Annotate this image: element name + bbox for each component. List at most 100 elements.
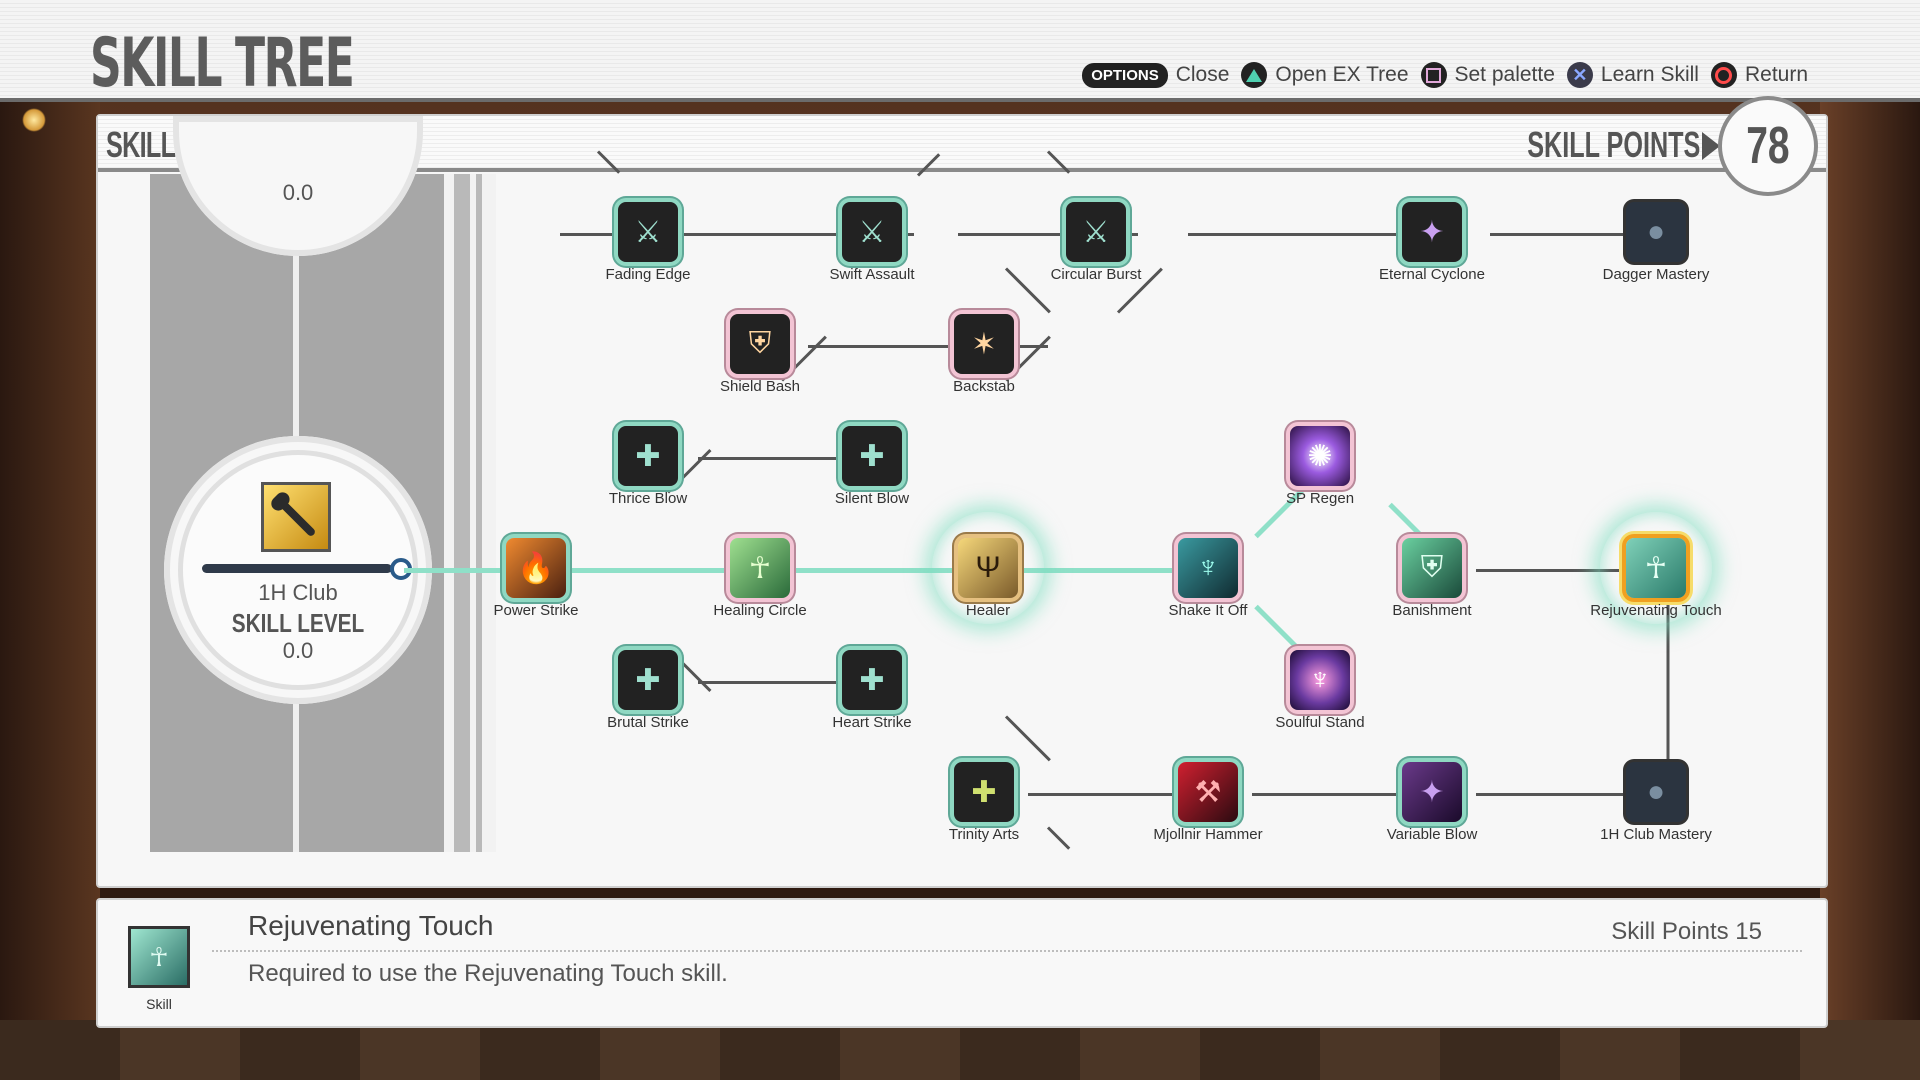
prev-weapon-level: 0.0 <box>282 180 314 205</box>
connector-line <box>1252 793 1452 796</box>
mace-icon: ✚ <box>635 439 661 473</box>
sparkle-icon: ✺ <box>1307 439 1333 473</box>
close-hint[interactable]: OPTIONS Close <box>1082 62 1230 88</box>
skill-points-label: SKILL POINTS <box>1526 124 1700 165</box>
sword-icon: ⚔ <box>1082 215 1110 249</box>
skill-node-eternal-cyclone[interactable]: ✦ Eternal Cyclone <box>1379 196 1485 283</box>
skill-node-fading-edge[interactable]: ⚔ Fading Edge <box>605 196 691 283</box>
triangle-button-icon <box>1241 62 1268 88</box>
skill-node-sp-regen[interactable]: ✺ SP Regen <box>1284 420 1356 507</box>
skill-node-variable-blow[interactable]: ✦ Variable Blow <box>1387 756 1477 843</box>
circle-button-icon <box>1710 62 1737 88</box>
mace-icon: ✚ <box>859 663 885 697</box>
selected-skill-type: Skill <box>146 996 172 1012</box>
skill-node-healing-circle[interactable]: ☥ Healing Circle <box>713 532 807 619</box>
connector-line <box>808 345 1048 348</box>
close-label: Close <box>1175 63 1230 86</box>
skill-node-dagger-mastery[interactable]: ● Dagger Mastery <box>1603 196 1709 283</box>
mace-icon: ✚ <box>635 663 661 697</box>
return-label: Return <box>1744 63 1808 86</box>
skill-points-value: 78 <box>1746 117 1790 175</box>
open-ex-tree-hint[interactable]: Open EX Tree <box>1241 62 1409 88</box>
square-button-icon <box>1420 62 1447 88</box>
connector-line <box>734 233 914 236</box>
background-left <box>0 100 100 1080</box>
lamp-light <box>22 108 46 132</box>
learn-skill-hint[interactable]: ✕ Learn Skill <box>1566 62 1699 88</box>
screen-title: SKILL TREE <box>90 24 355 103</box>
connector-line <box>1476 793 1676 796</box>
one-hand-club-icon <box>261 482 331 552</box>
connector-line <box>1266 233 1446 236</box>
sword-icon: ⚔ <box>858 215 886 249</box>
cyclone-icon: ✦ <box>1419 775 1445 809</box>
figure-icon: ♆ <box>1308 663 1332 696</box>
skill-node-backstab[interactable]: ✶ Backstab <box>948 308 1020 395</box>
skill-node-shield-bash[interactable]: ⛨ Shield Bash <box>720 308 800 395</box>
background-floor <box>0 1020 1920 1080</box>
skill-node-swift-assault[interactable]: ⚔ Swift Assault <box>829 196 915 283</box>
skill-node-healer[interactable]: Ψ Healer <box>952 532 1024 619</box>
mace-icon: ✚ <box>859 439 885 473</box>
skill-node-silent-blow[interactable]: ✚ Silent Blow <box>835 420 909 507</box>
info-divider <box>212 950 1802 952</box>
silhouette-icon: ● <box>1646 215 1666 248</box>
cross-button-icon: ✕ <box>1566 62 1593 88</box>
selected-skill-description: Required to use the Rejuvenating Touch s… <box>248 960 728 987</box>
connector-line <box>698 457 898 460</box>
skill-node-thrice-blow[interactable]: ✚ Thrice Blow <box>609 420 687 507</box>
skill-node-shake-it-off[interactable]: ♆ Shake It Off <box>1169 532 1247 619</box>
skill-node-brutal-strike[interactable]: ✚ Brutal Strike <box>607 644 689 731</box>
weapon-name: 1H Club <box>258 580 338 605</box>
skill-node-circular-burst[interactable]: ⚔ Circular Burst <box>1051 196 1141 283</box>
raised-arms-icon: Ψ <box>975 551 1001 584</box>
shield-emblem-icon: ⛨ <box>1420 551 1444 584</box>
skill-info-panel: ☥ Skill Rejuvenating Touch Required to u… <box>96 898 1828 1028</box>
skill-node-power-strike[interactable]: 🔥 Power Strike <box>493 532 579 619</box>
weapon-level-bar <box>202 564 392 573</box>
healing-figure-icon: ☥ <box>748 551 772 585</box>
selected-skill-icon: ☥ <box>128 926 190 988</box>
weapon-level-label: SKILL LEVEL <box>231 608 365 638</box>
background-right <box>1820 100 1920 1080</box>
return-hint[interactable]: Return <box>1710 62 1808 88</box>
open-ex-tree-label: Open EX Tree <box>1275 63 1409 86</box>
connector-line <box>1476 569 1676 572</box>
skill-points-arrow-icon <box>1702 132 1720 160</box>
skill-node-1h-club-mastery[interactable]: ● 1H Club Mastery <box>1600 756 1712 843</box>
skill-node-soulful-stand[interactable]: ♆ Soulful Stand <box>1275 644 1365 731</box>
weapon-level-value: 0.0 <box>282 638 314 663</box>
connector-line <box>1004 715 1051 762</box>
skill-node-mjollnir-hammer[interactable]: ⚒ Mjollnir Hammer <box>1153 756 1263 843</box>
connector-line <box>958 233 1138 236</box>
skill-node-trinity-arts[interactable]: ✚ Trinity Arts <box>948 756 1020 843</box>
skill-node-rejuvenating-touch[interactable]: ☥ Rejuvenating Touch <box>1590 532 1722 619</box>
cyclone-icon: ✦ <box>1419 215 1445 249</box>
control-hints: OPTIONS Close Open EX Tree Set palette ✕… <box>1082 62 1808 88</box>
set-palette-label: Set palette <box>1454 63 1555 86</box>
skill-node-banishment[interactable]: ⛨ Banishment <box>1392 532 1472 619</box>
set-palette-hint[interactable]: Set palette <box>1420 62 1555 88</box>
connector-line <box>1490 233 1670 236</box>
selected-skill-name: Rejuvenating Touch <box>248 910 494 941</box>
shield-icon: ⛨ <box>748 327 772 360</box>
skill-node-heart-strike[interactable]: ✚ Heart Strike <box>832 644 912 731</box>
figure-icon: ♆ <box>1196 551 1220 584</box>
flaming-mace-icon: 🔥 <box>517 551 555 585</box>
skill-tree-panel: SKILL TREE SKILL POINTS 78 0.0 1H Club S… <box>96 96 1828 888</box>
column-divider <box>444 174 496 852</box>
backstab-icon: ✶ <box>971 327 997 361</box>
skill-points-badge: 78 <box>1718 96 1818 196</box>
silhouette-icon: ● <box>1646 775 1666 808</box>
connector-line <box>1028 793 1228 796</box>
hammer-icon: ⚒ <box>1194 775 1222 809</box>
healing-figure-icon: ☥ <box>1644 551 1668 585</box>
top-bar: SKILL TREE OPTIONS Close Open EX Tree Se… <box>0 0 1920 103</box>
selected-skill-cost: Skill Points 15 <box>1611 918 1762 945</box>
learn-skill-label: Learn Skill <box>1600 63 1699 86</box>
learned-path-line <box>404 568 1210 573</box>
connector-line <box>698 681 898 684</box>
sword-icon: ⚔ <box>634 215 662 249</box>
options-button-icon: OPTIONS <box>1082 62 1168 88</box>
mace-icon: ✚ <box>971 775 997 809</box>
